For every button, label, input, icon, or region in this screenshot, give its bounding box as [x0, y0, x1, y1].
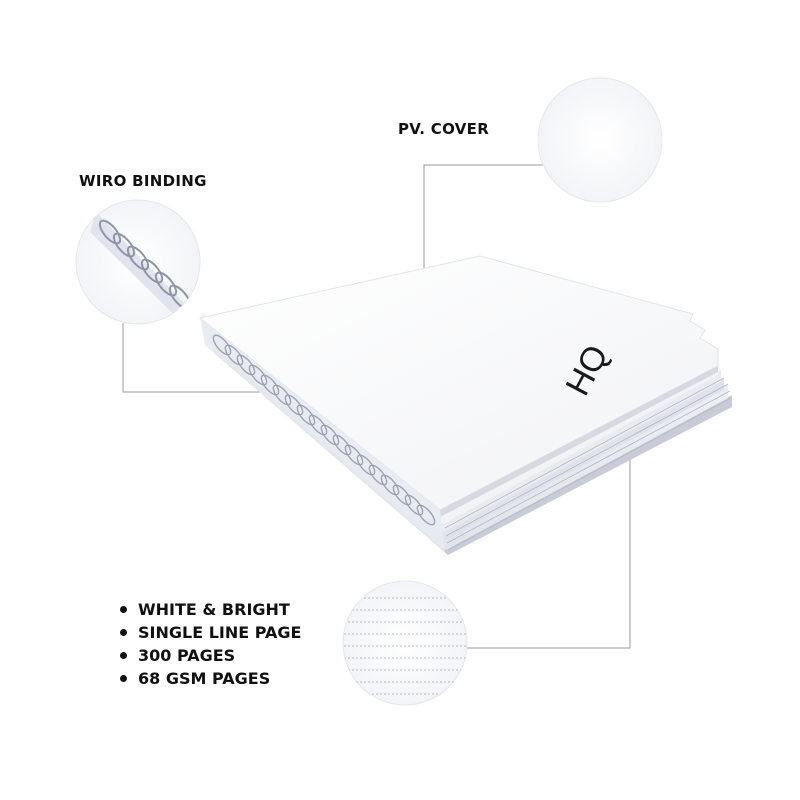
binding-zoom-circle	[75, 199, 201, 325]
cover-callout-label: PV. COVER	[398, 120, 490, 138]
notebook: HQ	[198, 255, 732, 555]
feature-list: WHITE & BRIGHT SINGLE LINE PAGE 300 PAGE…	[118, 598, 301, 690]
feature-item: 300 PAGES	[118, 644, 301, 667]
feature-item: WHITE & BRIGHT	[118, 598, 301, 621]
wire-rings	[212, 334, 436, 526]
feature-item: 68 GSM PAGES	[118, 667, 301, 690]
cover-zoom-circle	[537, 77, 663, 203]
binding-connector	[122, 323, 292, 393]
pages-connector	[466, 458, 631, 649]
feature-item: SINGLE LINE PAGE	[118, 621, 301, 644]
pages-zoom-circle	[342, 580, 468, 706]
binding-callout-label: WIRO BINDING	[79, 172, 207, 190]
